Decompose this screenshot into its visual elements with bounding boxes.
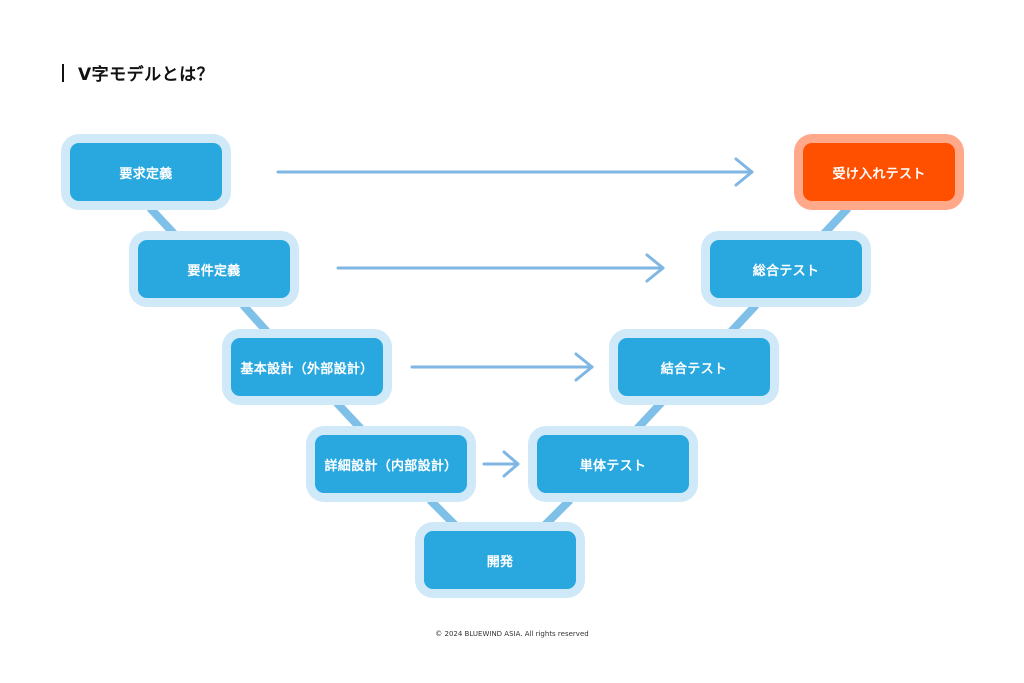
page-title-group: V字モデルとは？	[62, 60, 214, 85]
step-detailed-design: 詳細設計（内部設計）	[315, 435, 467, 493]
step-system-test: 総合テスト	[710, 240, 862, 298]
step-label: 要件定義	[187, 263, 241, 279]
step-requirements-definition: 要求定義	[70, 143, 222, 201]
step-unit-test: 単体テスト	[537, 435, 689, 493]
step-development: 開発	[424, 531, 576, 589]
arrow-requirements-to-acceptance	[276, 157, 754, 187]
step-label: 単体テスト	[579, 458, 647, 474]
step-label: 結合テスト	[660, 361, 728, 377]
step-basic-design: 基本設計（外部設計）	[231, 338, 383, 396]
connector-left-4	[427, 497, 461, 531]
title-marker	[62, 63, 64, 82]
connector-right-3	[631, 399, 665, 435]
step-label: 詳細設計（内部設計）	[324, 458, 458, 474]
connector-left-1	[147, 205, 181, 241]
step-acceptance-test: 受け入れテスト	[803, 143, 955, 201]
step-label: 受け入れテスト	[832, 166, 926, 182]
step-label: 総合テスト	[752, 263, 820, 279]
copyright-footer: © 2024 BLUEWIND ASIA. All rights reserve…	[435, 630, 589, 638]
step-label: 開発	[486, 554, 514, 570]
page-title: V字モデルとは？	[78, 65, 215, 85]
connector-left-3	[333, 399, 367, 435]
arrow-detail-design-to-unit-test	[482, 450, 520, 478]
connector-right-4	[539, 497, 573, 531]
connector-left-2	[240, 302, 273, 338]
arrow-basic-design-to-integration-test	[410, 352, 594, 382]
step-label: 基本設計（外部設計）	[240, 361, 374, 377]
step-specification-definition: 要件定義	[138, 240, 290, 298]
arrow-specs-to-system-test	[336, 253, 665, 283]
step-integration-test: 結合テスト	[618, 338, 770, 396]
step-label: 要求定義	[119, 166, 173, 182]
connector-right-2	[725, 302, 759, 338]
connector-right-1	[817, 205, 851, 241]
